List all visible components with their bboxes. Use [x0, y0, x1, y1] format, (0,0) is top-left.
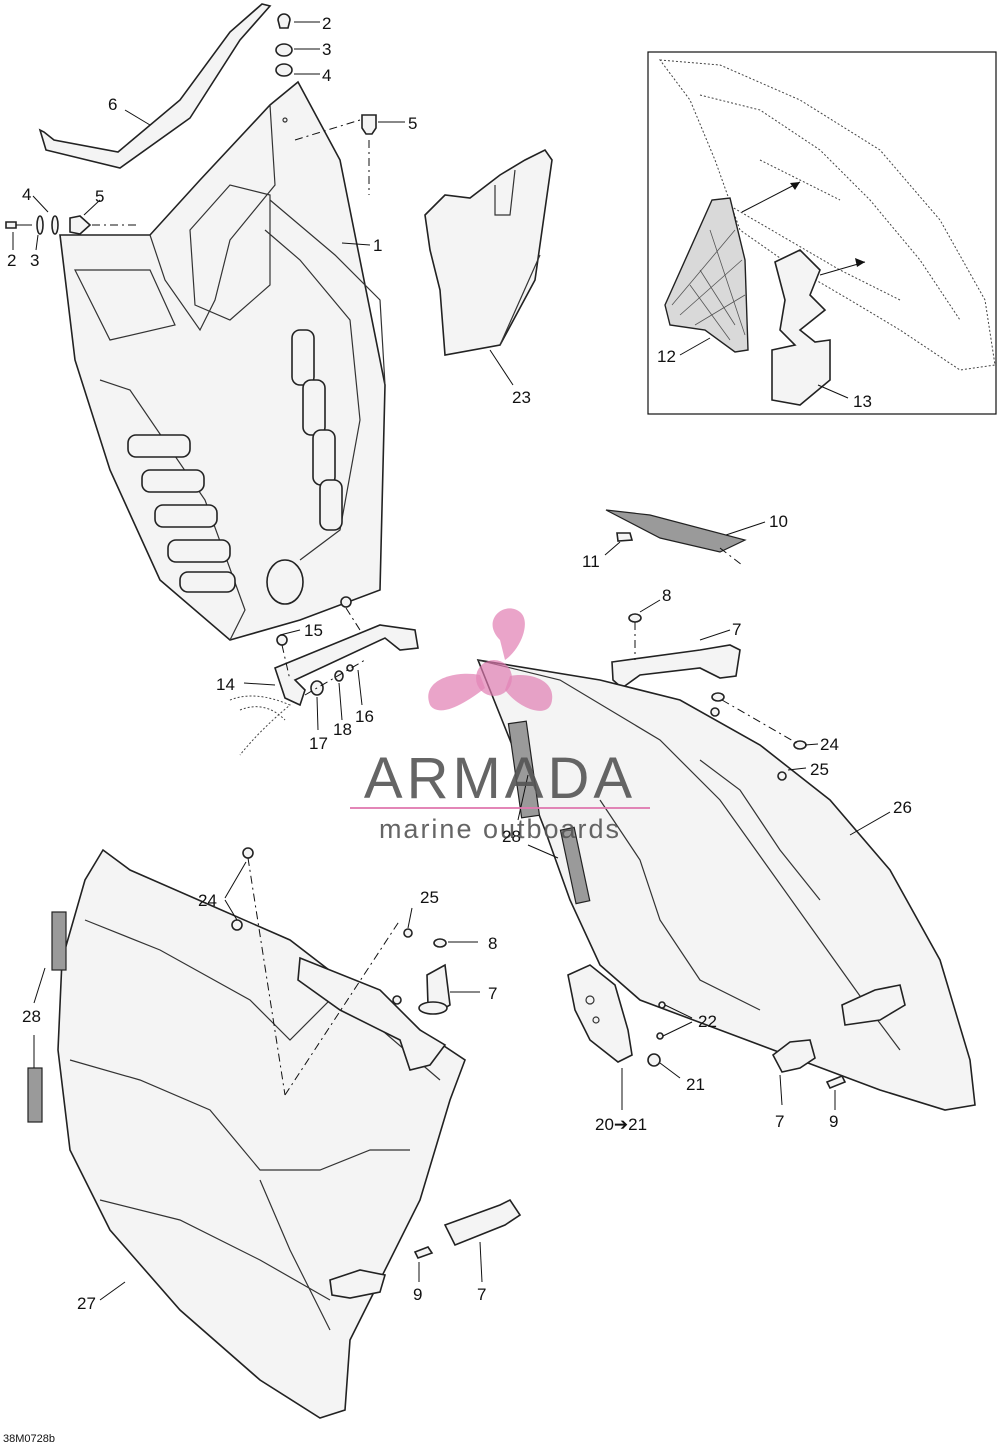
handle-small-right — [771, 1039, 847, 1090]
callout-1: 1 — [373, 236, 382, 255]
watermark-hub — [476, 660, 512, 696]
callout-21: 21 — [686, 1075, 705, 1094]
callout-18: 18 — [333, 720, 352, 739]
callout-26: 26 — [893, 798, 912, 817]
watermark-blade-right — [505, 675, 553, 711]
callout-24-left: 24 — [198, 891, 217, 910]
watermark-tagline: marine outboards — [379, 814, 621, 844]
callout-7-lower: 7 — [477, 1285, 486, 1304]
callout-4-side: 4 — [22, 185, 31, 204]
callout-labels: 2 3 4 5 6 1 4 5 2 3 23 12 13 10 11 8 7 1… — [7, 14, 912, 1313]
callout-20-21: 20➔21 — [595, 1115, 647, 1134]
callout-8-upper: 8 — [662, 586, 671, 605]
callout-5-side: 5 — [95, 187, 104, 206]
hood-panel — [59, 80, 386, 641]
callout-7-upper: 7 — [732, 620, 741, 639]
trim-strip — [38, 3, 272, 169]
clip-11 — [616, 532, 634, 542]
callout-3-side: 3 — [30, 251, 39, 270]
watermark: ARMADA marine outboards — [350, 608, 650, 844]
leader-lines — [12, 21, 891, 1301]
callout-2-top: 2 — [322, 14, 331, 33]
callout-11: 11 — [582, 552, 600, 571]
callout-2-side: 2 — [7, 251, 16, 270]
callout-28-middle: 28 — [502, 827, 521, 846]
latch-plate — [567, 964, 666, 1067]
hood-side-fasteners — [5, 215, 140, 235]
drawing-code: 38M0728b — [3, 1433, 55, 1445]
foam-piece-12 — [664, 197, 749, 353]
callout-24-right: 24 — [820, 735, 839, 754]
callout-15: 15 — [304, 621, 323, 640]
callout-9-lower: 9 — [413, 1285, 422, 1304]
callout-17: 17 — [309, 734, 328, 753]
callout-4-top: 4 — [322, 66, 331, 85]
callout-27: 27 — [77, 1294, 96, 1313]
callout-25-left: 25 — [420, 888, 439, 907]
hood-vents-right — [291, 329, 343, 531]
watermark-blade-left — [428, 673, 485, 711]
hood-top-fasteners — [275, 13, 377, 195]
side-panel-left — [27, 847, 522, 1419]
watermark-blade-top — [492, 608, 525, 660]
callout-5-top: 5 — [408, 114, 417, 133]
callout-28-left: 28 — [22, 1007, 41, 1026]
deflector-10 — [605, 509, 747, 553]
callout-16: 16 — [355, 707, 374, 726]
callout-13: 13 — [853, 392, 872, 411]
side-panel-right — [476, 658, 976, 1111]
callout-7-left-panel: 7 — [488, 984, 497, 1003]
watermark-brand: ARMADA — [364, 746, 636, 811]
callout-7-lower-right: 7 — [775, 1112, 784, 1131]
callout-6: 6 — [108, 95, 117, 114]
callout-3-top: 3 — [322, 40, 331, 59]
hood-vents-left — [127, 434, 236, 593]
callout-9-right: 9 — [829, 1112, 838, 1131]
foam-piece-13 — [771, 249, 831, 406]
callout-8-lower: 8 — [488, 934, 497, 953]
callout-10: 10 — [769, 512, 788, 531]
callout-14: 14 — [216, 675, 235, 694]
callout-12: 12 — [657, 347, 676, 366]
callout-22: 22 — [698, 1012, 717, 1031]
propeller-logo-icon — [428, 608, 553, 711]
bracket-assembly — [229, 596, 419, 756]
inset-foam-detail — [647, 51, 997, 415]
foam-block-23 — [424, 148, 553, 356]
callout-25-right: 25 — [810, 760, 829, 779]
handle-upper — [611, 613, 741, 690]
callout-23: 23 — [512, 388, 531, 407]
